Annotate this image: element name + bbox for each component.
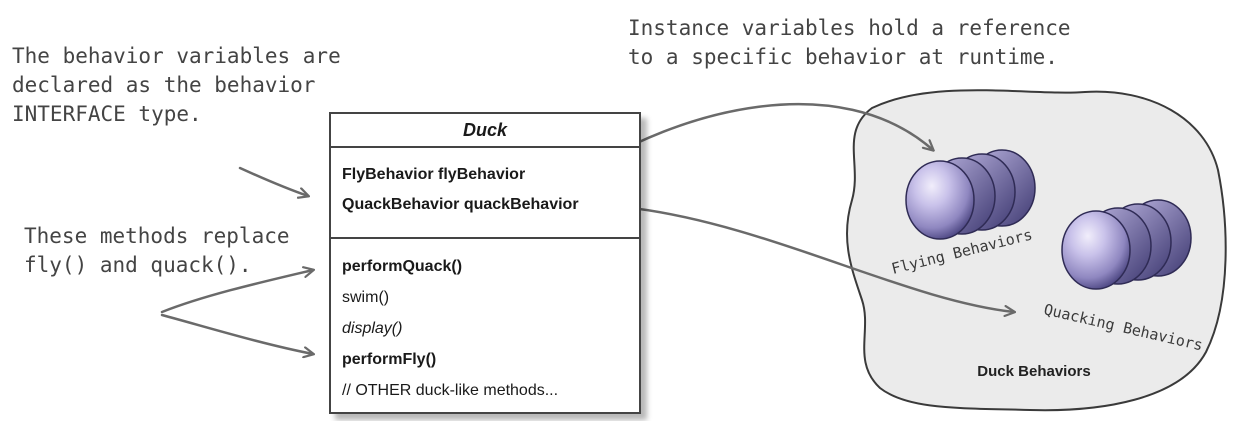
replace-note-arrow-perform-fly bbox=[160, 313, 313, 354]
flying-behaviors-stack bbox=[905, 149, 1036, 240]
quack-behavior-field: QuackBehavior quackBehavior bbox=[342, 196, 579, 213]
duck-class-methods: performQuack() swim() display() performF… bbox=[331, 239, 639, 406]
interface-note-arrow bbox=[238, 166, 308, 196]
flying-disc-1 bbox=[905, 160, 975, 240]
display-method: display() bbox=[342, 320, 403, 337]
perform-fly-method: performFly() bbox=[342, 351, 437, 368]
quacking-behaviors-stack bbox=[1061, 199, 1192, 290]
perform-quack-method: performQuack() bbox=[342, 258, 463, 275]
runtime-reference-note: Instance variables hold a reference to a… bbox=[628, 16, 1071, 69]
quacking-disc-1 bbox=[1061, 210, 1131, 290]
methods-replace-note: These methods replace fly() and quack(). bbox=[24, 224, 290, 277]
duck-class-box: Duck FlyBehavior flyBehavior QuackBehavi… bbox=[329, 112, 641, 414]
duck-class-name: Duck bbox=[331, 114, 639, 148]
duck-behaviors-label: Duck Behaviors bbox=[977, 363, 1090, 380]
other-methods-comment: // OTHER duck-like methods... bbox=[342, 382, 559, 399]
duck-class-fields: FlyBehavior flyBehavior QuackBehavior qu… bbox=[331, 148, 639, 239]
interface-type-note: The behavior variables are declared as t… bbox=[12, 44, 341, 126]
swim-method: swim() bbox=[342, 289, 390, 306]
fly-behavior-field: FlyBehavior flyBehavior bbox=[342, 166, 526, 183]
replace-note-arrow-perform-quack bbox=[160, 270, 313, 314]
quack-behavior-reference-arrow bbox=[630, 206, 1014, 312]
